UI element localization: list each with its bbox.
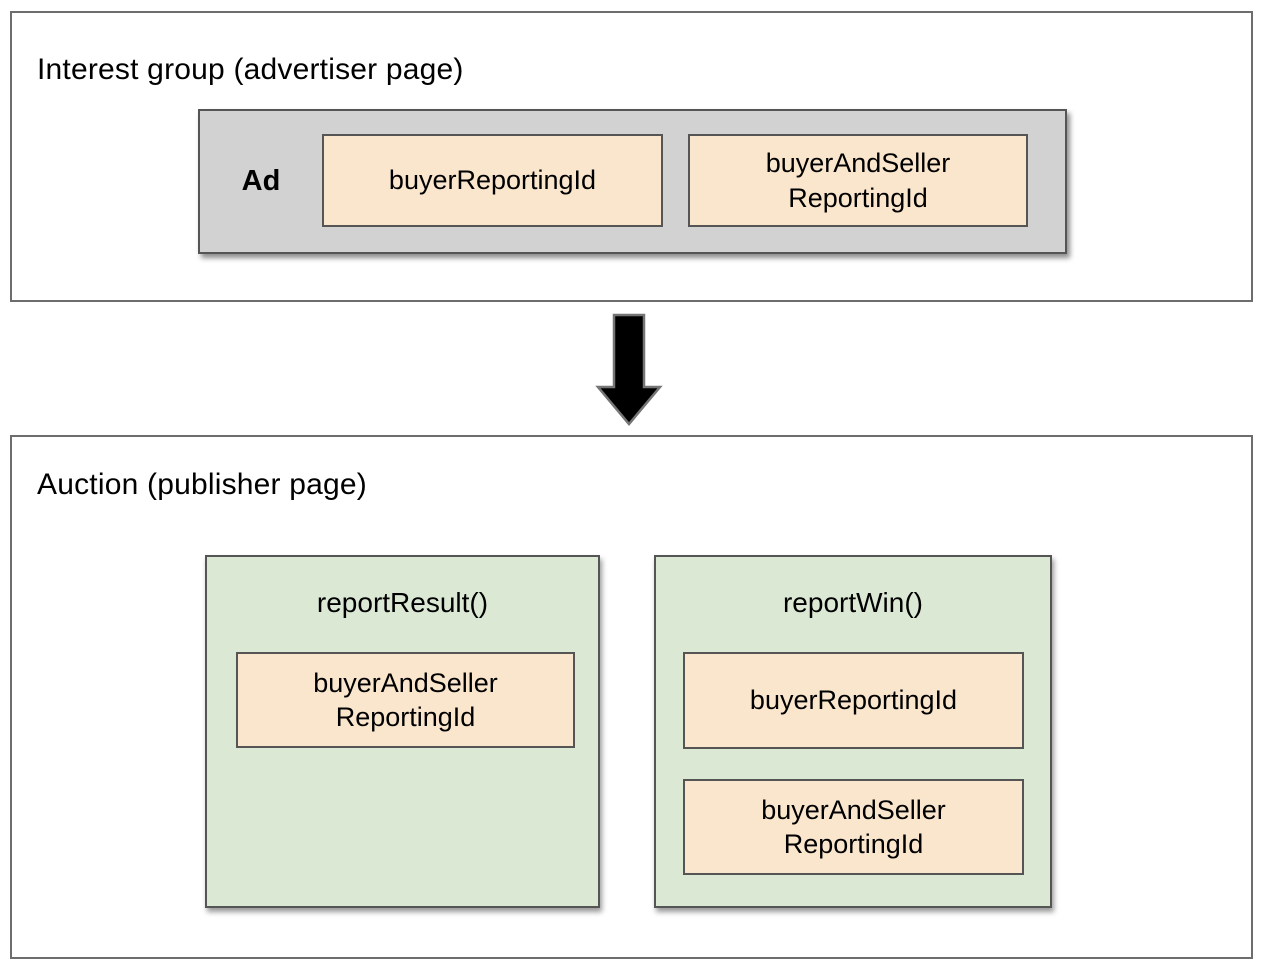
report-win-title: reportWin() [782, 587, 923, 618]
report-result-chip-line1: buyerAndSeller [313, 667, 498, 698]
auction-section: Auction (publisher page) reportResult() … [10, 435, 1253, 959]
report-win-buyer-reporting-id-chip: buyerReportingId [683, 652, 1024, 749]
interest-group-title: Interest group (advertiser page) [37, 53, 464, 86]
report-result-box: reportResult() buyerAndSeller ReportingI… [205, 555, 600, 908]
auction-title: Auction (publisher page) [37, 468, 367, 501]
buyer-and-seller-reporting-id-chip: buyerAndSeller ReportingId [688, 134, 1028, 227]
report-result-chip-line2: ReportingId [335, 702, 476, 732]
flow-down-arrow-icon [595, 313, 663, 426]
report-win-chip2-line2: ReportingId [783, 829, 924, 859]
report-win-box: reportWin() buyerReportingId buyerAndSel… [654, 555, 1052, 908]
interest-group-section: Interest group (advertiser page) Ad buye… [10, 11, 1253, 302]
report-win-chip2-line1: buyerAndSeller [761, 794, 946, 825]
report-result-buyer-and-seller-chip: buyerAndSeller ReportingId [236, 652, 575, 748]
report-win-chip1-label: buyerReportingId [749, 685, 958, 716]
buyer-reporting-id-label: buyerReportingId [388, 165, 597, 196]
buyer-and-seller-line2: ReportingId [788, 182, 928, 213]
ad-box: Ad buyerReportingId buyerAndSeller Repor… [198, 109, 1067, 254]
report-result-title: reportResult() [316, 587, 489, 618]
report-win-buyer-and-seller-chip: buyerAndSeller ReportingId [683, 779, 1024, 875]
buyer-reporting-id-chip: buyerReportingId [322, 134, 663, 227]
ad-label: Ad [241, 165, 281, 197]
buyer-and-seller-line1: buyerAndSeller [765, 148, 951, 179]
